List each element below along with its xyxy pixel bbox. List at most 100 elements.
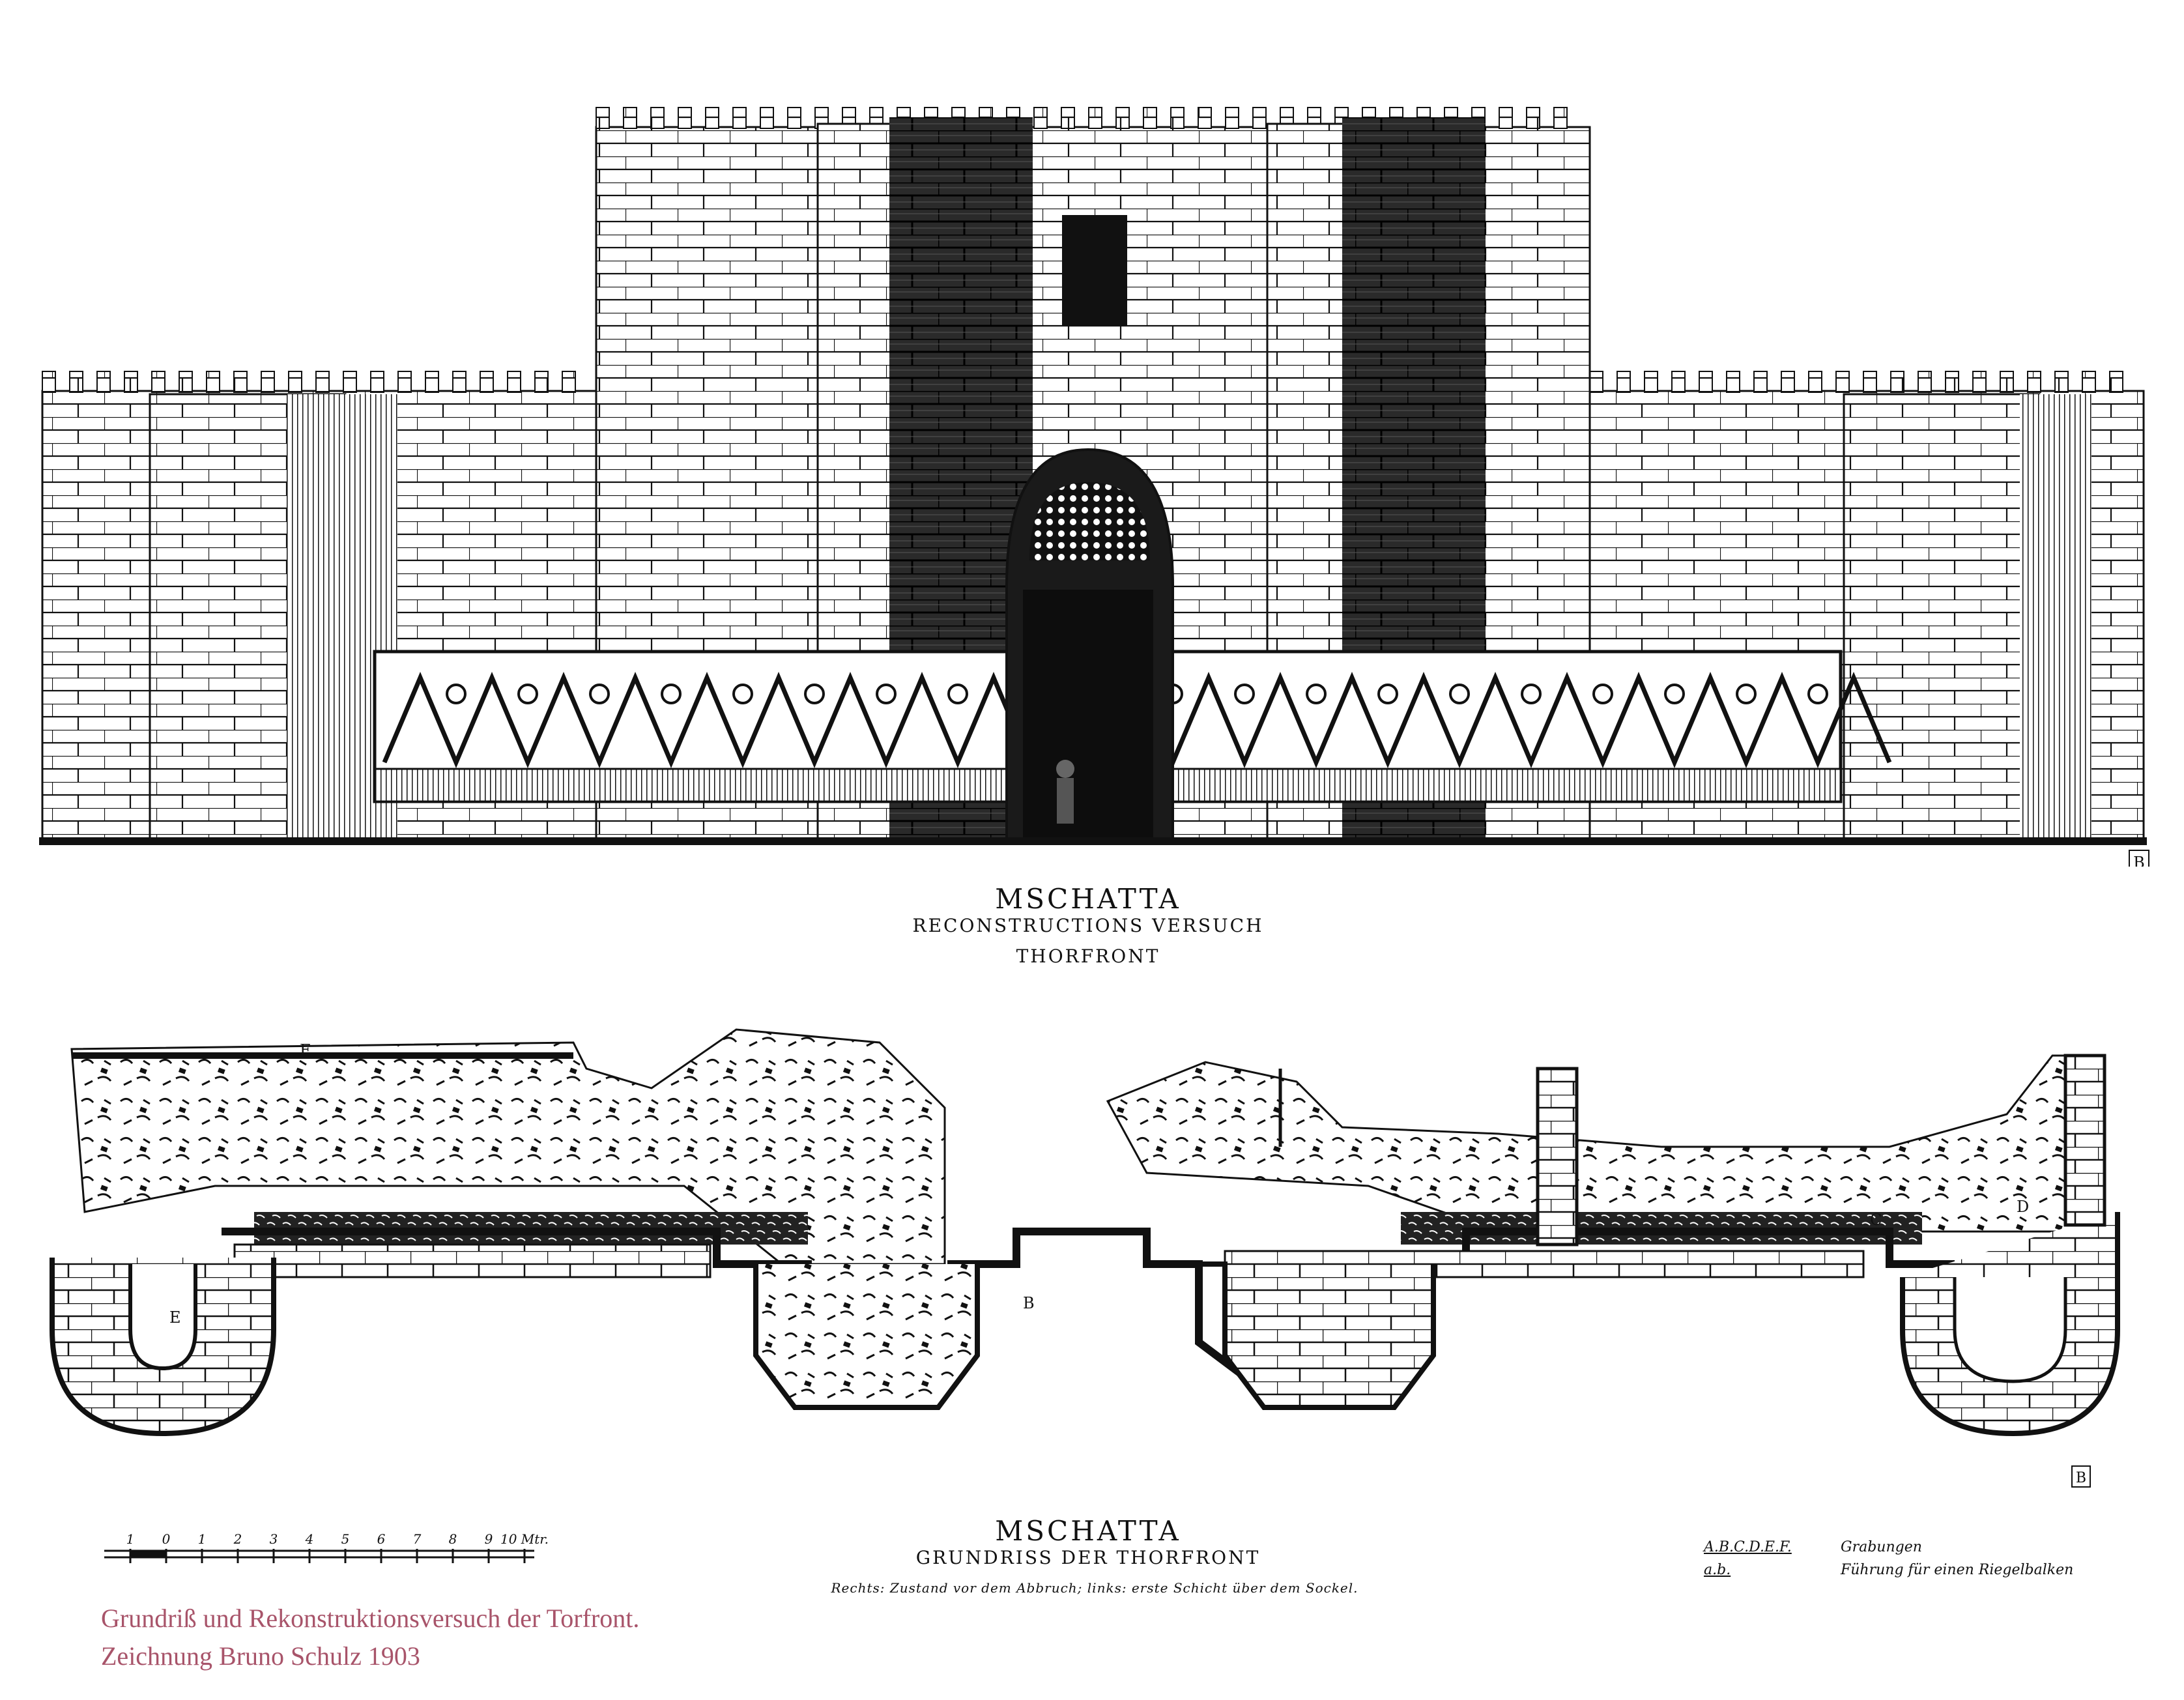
- merlon: [1616, 371, 1631, 393]
- merlon: [1170, 107, 1185, 129]
- frieze-rosette: [661, 684, 682, 704]
- merlon: [1808, 371, 1822, 393]
- merlon: [1198, 107, 1212, 129]
- elevation-title-block: MSCHATTA RECONSTRUCTIONS VERSUCH THORFRO…: [886, 883, 1290, 967]
- upper-opening: [1062, 215, 1127, 326]
- plan-front-wall-stones: [233, 1243, 1865, 1278]
- caption: Grundriß und Rekonstruktionsversuch der …: [101, 1600, 639, 1675]
- merlon: [705, 107, 719, 129]
- merlon: [1781, 371, 1795, 393]
- plan-right-pier-2: [2063, 1054, 2106, 1227]
- merlon: [678, 107, 692, 129]
- frieze-rosette: [804, 684, 825, 704]
- legend-key-1: A.B.C.D.E.F.: [1704, 1539, 1792, 1555]
- merlon: [760, 107, 774, 129]
- plan-monogram: B: [2076, 1470, 2086, 1486]
- merlon: [233, 371, 248, 393]
- merlon: [507, 371, 521, 393]
- merlon: [42, 371, 56, 393]
- plan-legend: A.B.C.D.E.F. Grabungen a.b. Führung für …: [1704, 1539, 2073, 1578]
- elevation-monogram: B: [2133, 854, 2145, 867]
- merlon: [1945, 371, 1959, 393]
- plan-round-tower-right-inner: [1953, 1277, 2067, 1383]
- merlon: [480, 371, 494, 393]
- merlon: [1088, 107, 1102, 129]
- merlon: [650, 107, 665, 129]
- merlon: [1033, 107, 1048, 129]
- scale-tick-label: 3: [270, 1531, 278, 1547]
- plan-subtitle: GRUNDRISS DER THORFRONT: [915, 1547, 1261, 1568]
- merlon: [1972, 371, 1987, 393]
- plan-title-block: MSCHATTA GRUNDRISS DER THORFRONT: [841, 1515, 1336, 1568]
- merlon: [288, 371, 302, 393]
- frieze-rosette: [1377, 684, 1398, 704]
- plan-bastion-right-gate: [1199, 1261, 1436, 1410]
- scale-tick-label: 0: [162, 1531, 171, 1547]
- elevation-title: MSCHATTA: [995, 883, 1181, 915]
- gate-figure-body: [1057, 778, 1074, 824]
- gateway-opening: [1023, 590, 1153, 841]
- merlon: [1671, 371, 1686, 393]
- merlon: [1890, 371, 1904, 393]
- frieze-rosette: [1234, 684, 1255, 704]
- plan-bastion-left-gate: [717, 1261, 980, 1410]
- merlon: [2109, 371, 2123, 393]
- merlon: [452, 371, 467, 393]
- merlon: [562, 371, 576, 393]
- gate-figure: [1056, 760, 1074, 778]
- plan-label-c: C: [1870, 1211, 1882, 1229]
- merlon: [124, 371, 138, 393]
- frieze-rosette: [1736, 684, 1757, 704]
- plan-rubble-left: [70, 1028, 946, 1265]
- merlon: [2054, 371, 2069, 393]
- merlon: [2000, 371, 2014, 393]
- merlon: [1499, 107, 1513, 129]
- frieze-rosette: [1664, 684, 1685, 704]
- gateway-lattice: [1029, 482, 1150, 560]
- frieze-rosette: [589, 684, 610, 704]
- merlon: [787, 107, 801, 129]
- merlon: [1863, 371, 1877, 393]
- merlon: [96, 371, 111, 393]
- merlon: [1143, 107, 1157, 129]
- merlon: [1918, 371, 1932, 393]
- merlon: [151, 371, 165, 393]
- frieze-rosette: [732, 684, 753, 704]
- merlon: [370, 371, 384, 393]
- frieze-rosette: [876, 684, 897, 704]
- merlon: [425, 371, 439, 393]
- scale-tick-label: 8: [449, 1531, 457, 1547]
- merlon: [1835, 371, 1850, 393]
- frieze-rosette: [446, 684, 467, 704]
- merlon: [206, 371, 220, 393]
- frieze-rosette: [1449, 684, 1470, 704]
- scale-tick-label: 1: [198, 1531, 207, 1547]
- merlon: [1526, 107, 1540, 129]
- scale-tick-label: 4: [305, 1531, 314, 1547]
- merlon: [1699, 371, 1713, 393]
- merlon: [315, 371, 330, 393]
- merlon: [596, 107, 610, 129]
- merlon: [1589, 371, 1603, 393]
- merlon: [623, 107, 637, 129]
- merlon: [2082, 371, 2096, 393]
- right-corner-tower: [1843, 393, 2041, 842]
- legend-text-2: Führung für einen Riegelbalken: [1841, 1562, 2074, 1578]
- elevation-subtitle: RECONSTRUCTIONS VERSUCH: [912, 915, 1264, 936]
- plan-label-d: D: [2017, 1198, 2029, 1216]
- scale-tick-label: 1: [126, 1531, 135, 1547]
- plan-monogram-box: [2071, 1465, 2091, 1488]
- scale-tick-label: 6: [377, 1531, 386, 1547]
- plan-rubble-right: [1106, 1054, 2106, 1233]
- frieze-rosette: [517, 684, 538, 704]
- merlon: [179, 371, 193, 393]
- merlon: [69, 371, 83, 393]
- scale-tick-label: 9: [485, 1531, 493, 1547]
- frieze-rosette: [1521, 684, 1542, 704]
- scale-tick-label: 7: [413, 1531, 422, 1547]
- plan-title: MSCHATTA: [995, 1515, 1181, 1547]
